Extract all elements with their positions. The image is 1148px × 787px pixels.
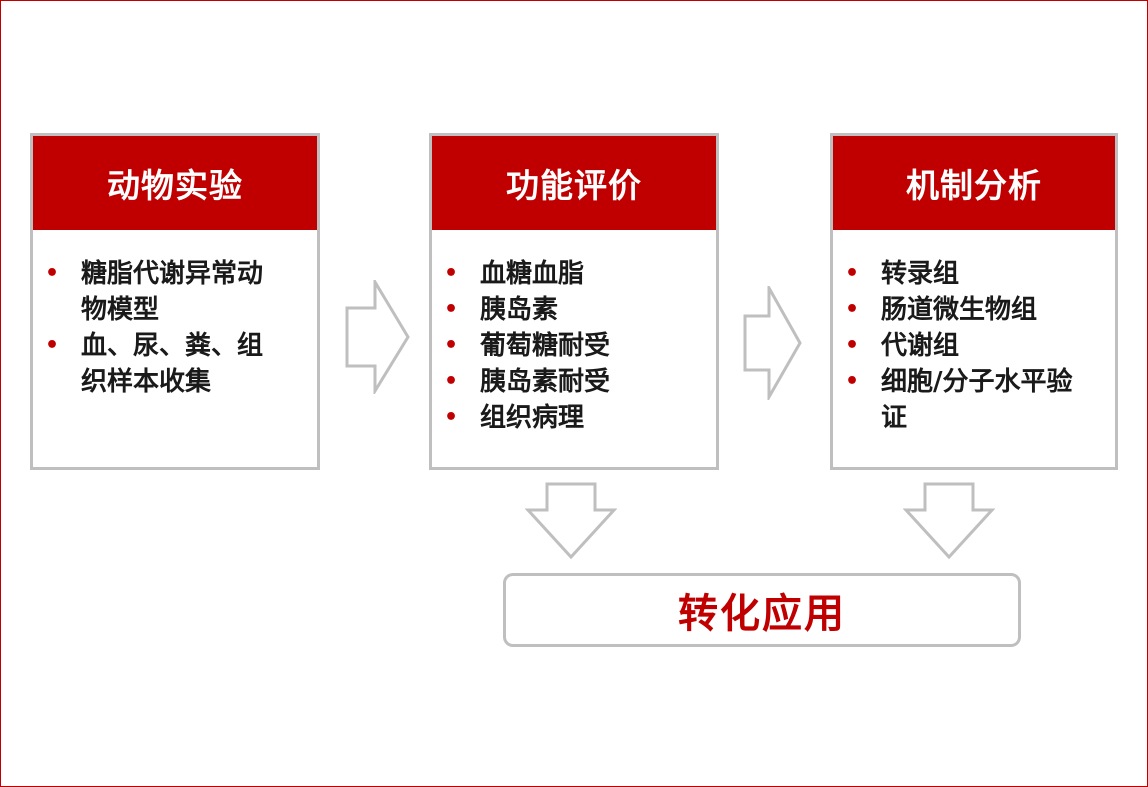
stage-item-list: 转录组 肠道微生物组 代谢组 细胞/分子水平验证 <box>845 256 1077 436</box>
outcome-box: 转化应用 <box>503 573 1021 647</box>
list-item: 葡萄糖耐受 <box>444 328 708 364</box>
list-item: 糖脂代谢异常动物模型 <box>45 256 280 328</box>
stage-title: 动物实验 <box>33 136 317 230</box>
list-item: 细胞/分子水平验证 <box>845 364 1077 436</box>
outcome-label: 转化应用 <box>678 591 846 637</box>
list-item: 胰岛素 <box>444 292 708 328</box>
list-item: 组织病理 <box>444 400 708 436</box>
stage-item-list: 糖脂代谢异常动物模型 血、尿、粪、组织样本收集 <box>45 256 280 400</box>
list-item: 血糖血脂 <box>444 256 708 292</box>
list-item: 肠道微生物组 <box>845 292 1077 328</box>
arrow-right-icon <box>743 286 802 400</box>
arrow-down-icon <box>903 482 995 560</box>
list-item: 代谢组 <box>845 328 1077 364</box>
stage-item-list: 血糖血脂 胰岛素 葡萄糖耐受 胰岛素耐受 组织病理 <box>444 256 708 436</box>
list-item: 胰岛素耐受 <box>444 364 708 400</box>
stage-box-function-evaluation: 功能评价 血糖血脂 胰岛素 葡萄糖耐受 胰岛素耐受 组织病理 <box>429 133 719 470</box>
stage-box-animal-experiment: 动物实验 糖脂代谢异常动物模型 血、尿、粪、组织样本收集 <box>30 133 320 470</box>
arrow-down-icon <box>525 482 617 560</box>
stage-title: 机制分析 <box>833 136 1115 230</box>
arrow-right-icon <box>345 280 410 394</box>
stage-box-mechanism-analysis: 机制分析 转录组 肠道微生物组 代谢组 细胞/分子水平验证 <box>830 133 1118 470</box>
list-item: 血、尿、粪、组织样本收集 <box>45 328 280 400</box>
stage-title: 功能评价 <box>432 136 716 230</box>
list-item: 转录组 <box>845 256 1077 292</box>
